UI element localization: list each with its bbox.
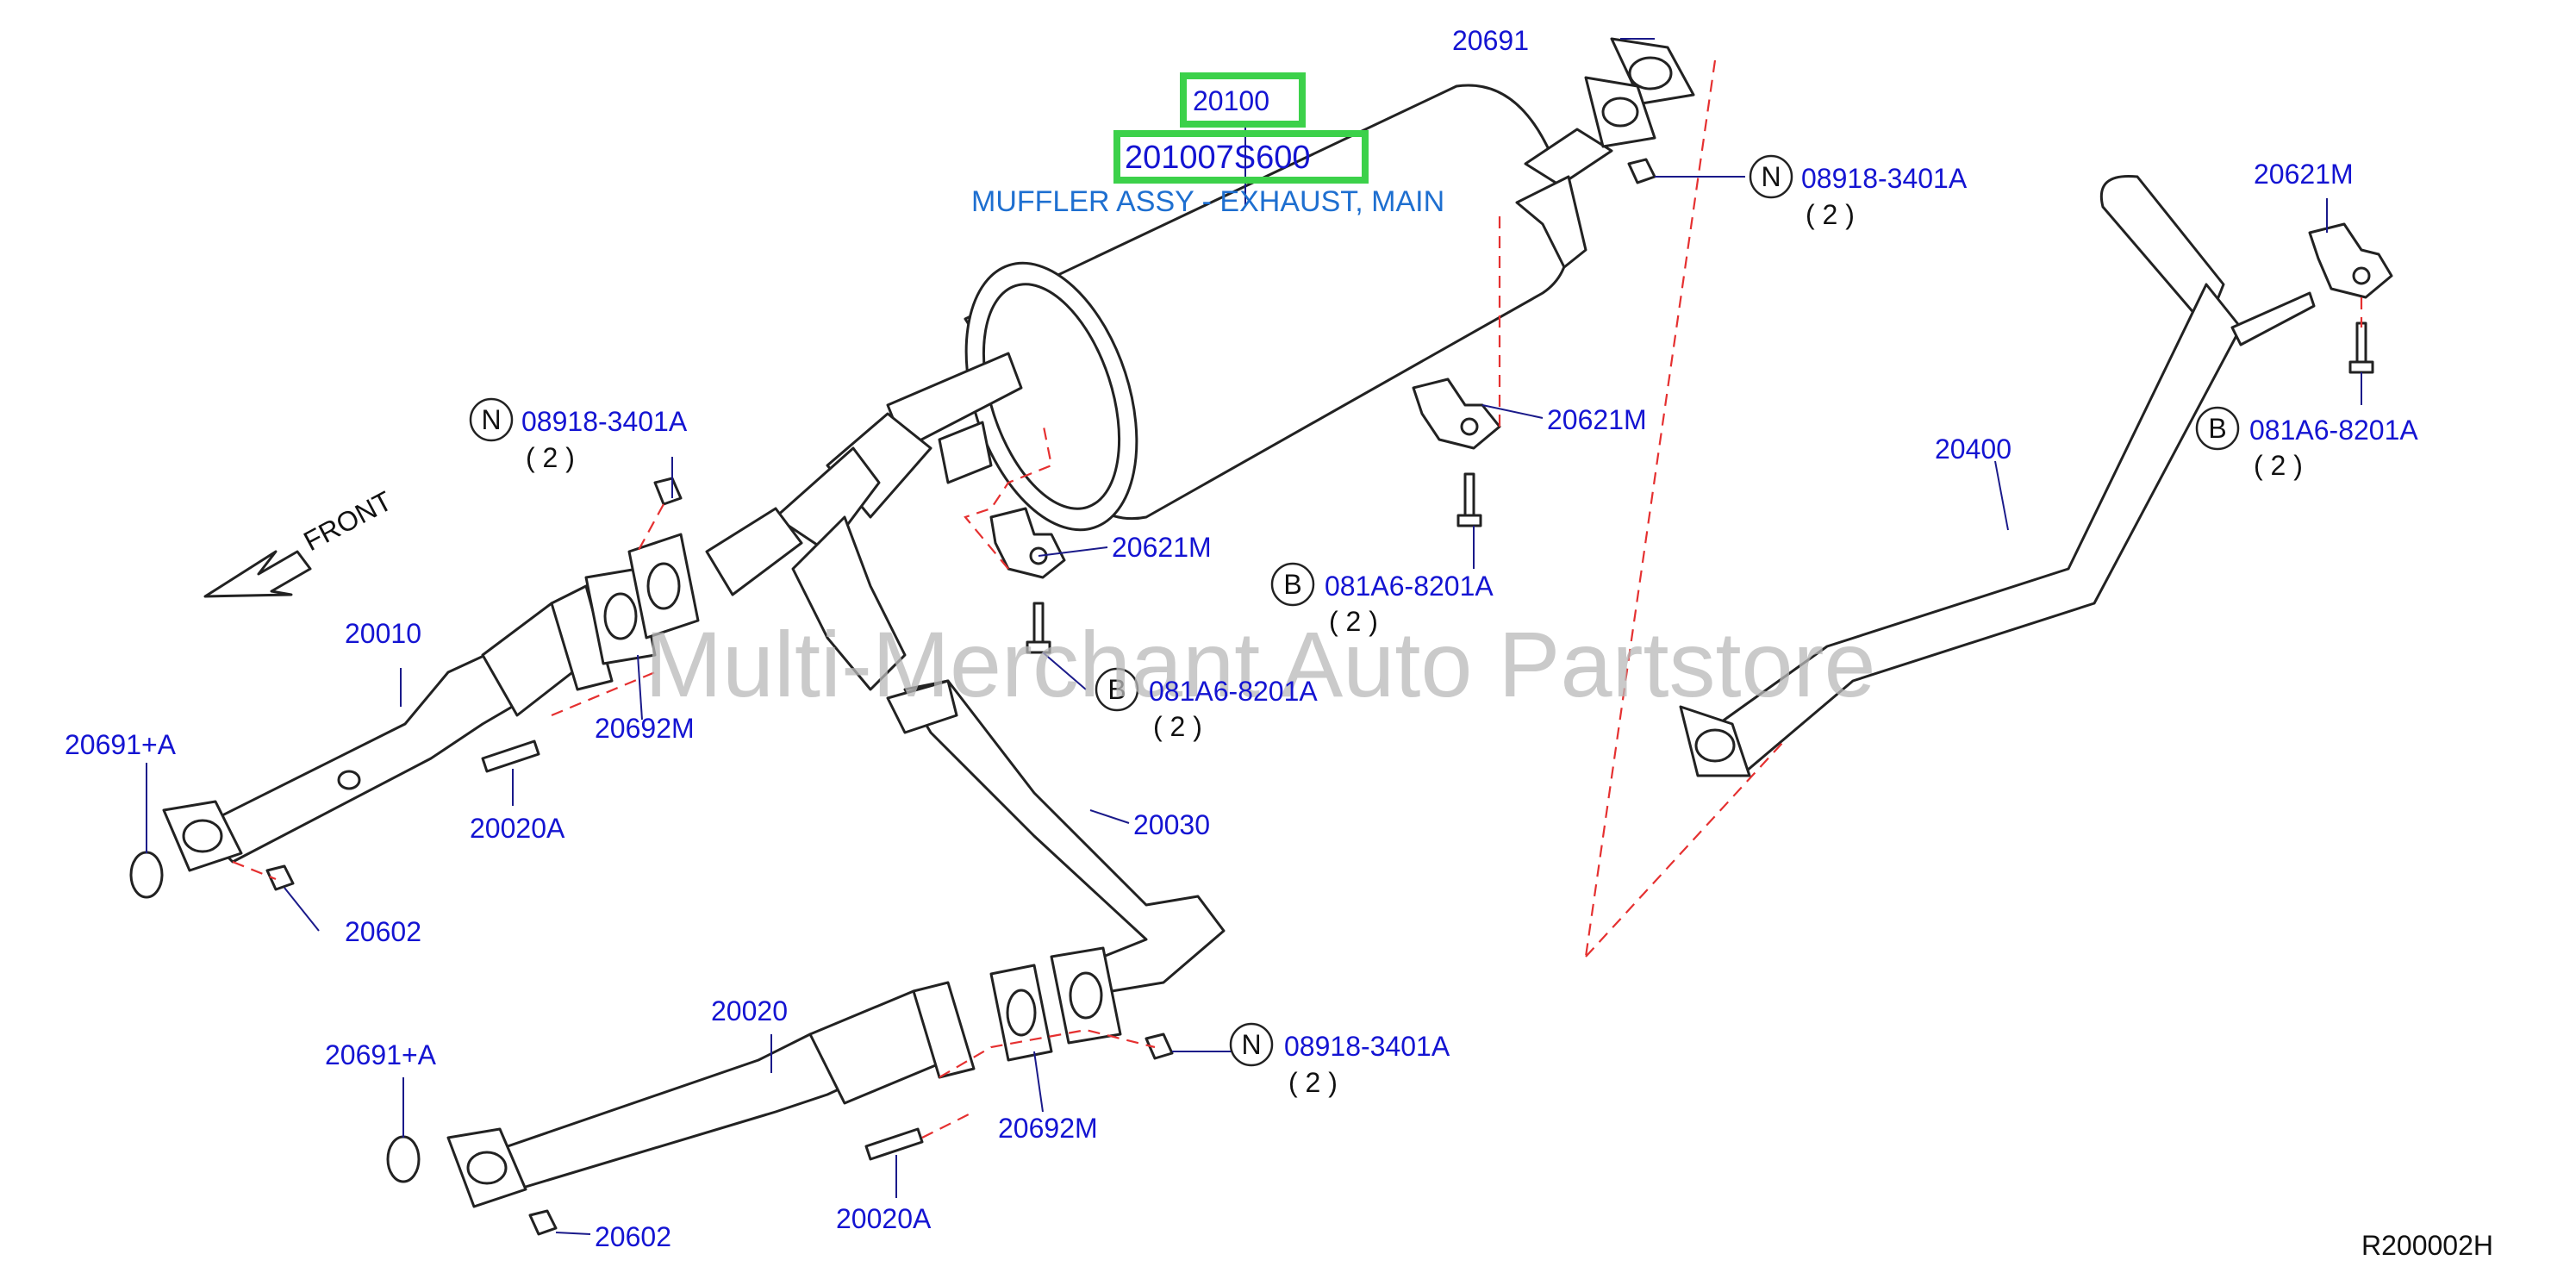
- upper-nut: [265, 864, 295, 891]
- label-ref-code: R200002H: [2361, 1230, 2493, 1261]
- lower-ring: [386, 1135, 421, 1183]
- label-bolt-right[interactable]: 081A6-8201A: [2249, 415, 2418, 446]
- leader-lines: [146, 38, 2362, 1235]
- label-bolt-left[interactable]: 081A6-8201A: [1149, 676, 1318, 707]
- label-front-tube-lower[interactable]: 20020: [711, 995, 788, 1026]
- label-mount-center[interactable]: 20621M: [1547, 404, 1647, 435]
- label-mount-right[interactable]: 20621M: [2254, 159, 2354, 190]
- center-tube: [886, 679, 1226, 1045]
- top-gasket: [1610, 37, 1695, 105]
- letter-b-left: B: [1107, 674, 1126, 705]
- tail-tube: [1679, 174, 2316, 777]
- line-art: [129, 37, 2393, 1236]
- labels: 20100 201007S600 MUFFLER ASSY - EXHAUST,…: [65, 25, 2493, 1261]
- label-ring-upper[interactable]: 20691+A: [65, 729, 177, 760]
- lower-front-tube: [446, 981, 976, 1208]
- highlight-box-201007s600: [1113, 130, 1369, 184]
- label-tail-tube[interactable]: 20400: [1935, 434, 2012, 465]
- left-bolt: [1026, 602, 1051, 654]
- lower-stud: [864, 1127, 924, 1161]
- letter-b-right: B: [2208, 413, 2226, 444]
- label-bolt-center[interactable]: 081A6-8201A: [1325, 571, 1494, 602]
- upper-front-tube: [162, 584, 614, 872]
- label-front-tube-upper[interactable]: 20010: [345, 618, 421, 649]
- right-bolt: [2348, 321, 2374, 374]
- center-mount: [1412, 377, 1501, 450]
- upper-ring: [129, 851, 164, 899]
- label-nut-top-qty: ( 2 ): [1806, 199, 1855, 230]
- label-center-tube[interactable]: 20030: [1133, 809, 1210, 840]
- front-arrow: [203, 550, 312, 598]
- label-gasket-upper[interactable]: 20692M: [595, 713, 695, 744]
- left-nut: [653, 477, 683, 506]
- top-nut: [1627, 158, 1656, 184]
- label-nut-bottom[interactable]: 08918-3401A: [1284, 1031, 1450, 1062]
- letter-n-top: N: [1761, 161, 1781, 192]
- dashed-guides: [232, 59, 2363, 1139]
- top-flange: [1584, 76, 1656, 148]
- label-nut-upper[interactable]: 20602: [345, 916, 421, 947]
- label-nut-left[interactable]: 08918-3401A: [521, 406, 688, 437]
- label-bolt-center-qty: ( 2 ): [1329, 606, 1378, 637]
- label-stud-upper[interactable]: 20020A: [470, 813, 565, 844]
- label-front: FRONT: [298, 485, 396, 558]
- left-mount: [989, 507, 1066, 579]
- label-20100[interactable]: 20100: [1193, 85, 1269, 116]
- upper-stud: [481, 739, 540, 773]
- right-mount: [2308, 222, 2393, 299]
- label-nut-bottom-qty: ( 2 ): [1288, 1067, 1338, 1098]
- label-mount-left[interactable]: 20621M: [1112, 532, 1212, 563]
- upper-flange: [627, 533, 700, 640]
- letter-n-bottom: N: [1241, 1029, 1261, 1060]
- lower-gasket: [989, 964, 1053, 1062]
- label-nut-top[interactable]: 08918-3401A: [1801, 163, 1968, 194]
- lower-nut: [528, 1209, 558, 1236]
- label-muffler-desc: MUFFLER ASSY - EXHAUST, MAIN: [971, 185, 1444, 218]
- letter-b-center: B: [1283, 569, 1301, 600]
- circle-marks: N N N B B B: [469, 154, 2240, 1067]
- label-nut-lower[interactable]: 20602: [595, 1221, 671, 1252]
- label-ring-lower[interactable]: 20691+A: [325, 1039, 437, 1070]
- watermark: Multi-Merchant Auto Partstore: [645, 612, 1876, 716]
- center-bolt: [1456, 472, 1482, 527]
- label-bolt-right-qty: ( 2 ): [2254, 450, 2303, 481]
- bottom-nut: [1145, 1033, 1174, 1060]
- label-stud-lower[interactable]: 20020A: [836, 1203, 932, 1234]
- main-muffler: [705, 84, 1613, 691]
- label-nut-left-qty: ( 2 ): [526, 442, 575, 473]
- highlight-box-20100: [1180, 72, 1306, 128]
- label-201007s600[interactable]: 201007S600: [1125, 140, 1311, 176]
- label-gasket-top[interactable]: 20691: [1452, 25, 1529, 56]
- label-bolt-left-qty: ( 2 ): [1153, 711, 1202, 742]
- label-gasket-lower[interactable]: 20692M: [998, 1113, 1098, 1144]
- letter-n-left: N: [481, 404, 501, 435]
